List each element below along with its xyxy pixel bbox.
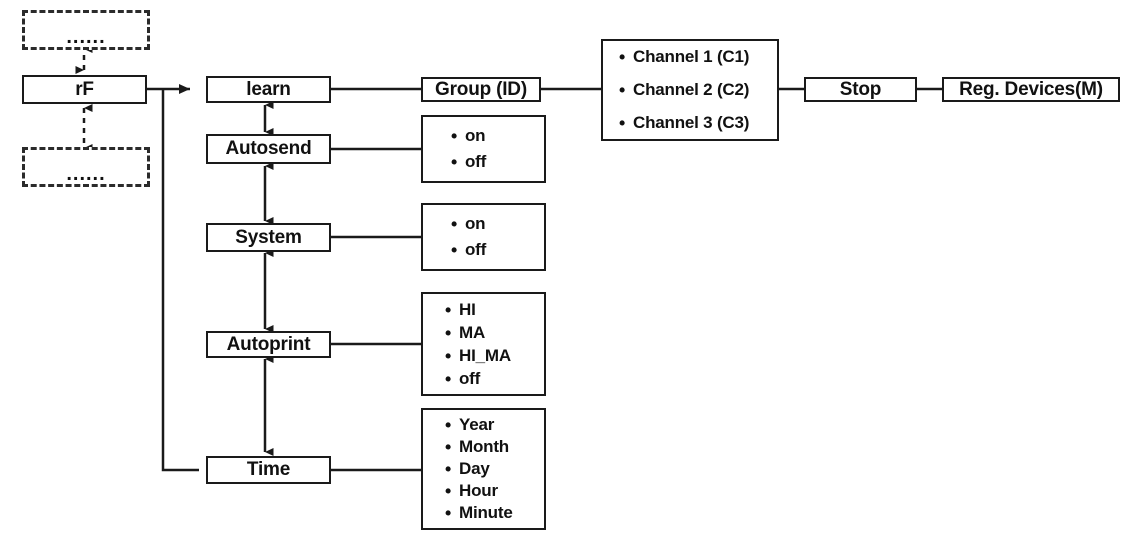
option-system-on[interactable]: on: [451, 214, 544, 235]
placeholder-box-lower: ......: [22, 147, 150, 187]
node-autosend[interactable]: Autosend: [206, 134, 331, 164]
option-channel-3[interactable]: Channel 3 (C3): [619, 113, 777, 134]
node-group-id[interactable]: Group (ID): [421, 77, 541, 102]
option-autoprint-hi-ma[interactable]: HI_MA: [445, 346, 544, 367]
node-autoprint-label: Autoprint: [226, 333, 311, 355]
option-time-hour[interactable]: Hour: [445, 481, 544, 502]
node-autoprint[interactable]: Autoprint: [206, 331, 331, 358]
option-channel-2[interactable]: Channel 2 (C2): [619, 80, 777, 101]
connector-rf-to-menu-spine: [147, 84, 199, 472]
option-autosend-on[interactable]: on: [451, 126, 544, 147]
node-time-label: Time: [246, 459, 291, 480]
option-time-month[interactable]: Month: [445, 437, 544, 458]
node-system[interactable]: System: [206, 223, 331, 252]
node-time[interactable]: Time: [206, 456, 331, 484]
placeholder-dots-lower: ......: [66, 163, 106, 185]
option-time-day[interactable]: Day: [445, 459, 544, 480]
node-reg-devices[interactable]: Reg. Devices(M): [942, 77, 1120, 102]
node-group-id-label: Group (ID): [435, 78, 527, 100]
option-time-minute[interactable]: Minute: [445, 503, 544, 524]
option-system-off[interactable]: off: [451, 240, 544, 261]
node-system-label: System: [235, 226, 302, 248]
node-stop-label: Stop: [839, 78, 882, 100]
options-autoprint[interactable]: HI MA HI_MA off: [421, 292, 546, 396]
option-autosend-off[interactable]: off: [451, 152, 544, 173]
option-channel-1[interactable]: Channel 1 (C1): [619, 47, 777, 68]
placeholder-dots-upper: ......: [66, 26, 106, 48]
options-time[interactable]: Year Month Day Hour Minute: [421, 408, 546, 530]
node-rf-label: rF: [75, 78, 94, 100]
option-autoprint-off[interactable]: off: [445, 369, 544, 390]
placeholder-box-upper: ......: [22, 10, 150, 50]
option-autoprint-hi[interactable]: HI: [445, 300, 544, 321]
node-reg-devices-label: Reg. Devices(M): [959, 78, 1103, 100]
option-time-year[interactable]: Year: [445, 415, 544, 436]
node-autosend-label: Autosend: [225, 138, 312, 159]
node-rf[interactable]: rF: [22, 75, 147, 104]
options-system[interactable]: on off: [421, 203, 546, 271]
option-autoprint-ma[interactable]: MA: [445, 323, 544, 344]
options-autosend[interactable]: on off: [421, 115, 546, 183]
node-stop[interactable]: Stop: [804, 77, 917, 102]
node-learn-label: learn: [246, 78, 291, 100]
options-channels[interactable]: Channel 1 (C1) Channel 2 (C2) Channel 3 …: [601, 39, 779, 141]
node-learn[interactable]: learn: [206, 76, 331, 103]
